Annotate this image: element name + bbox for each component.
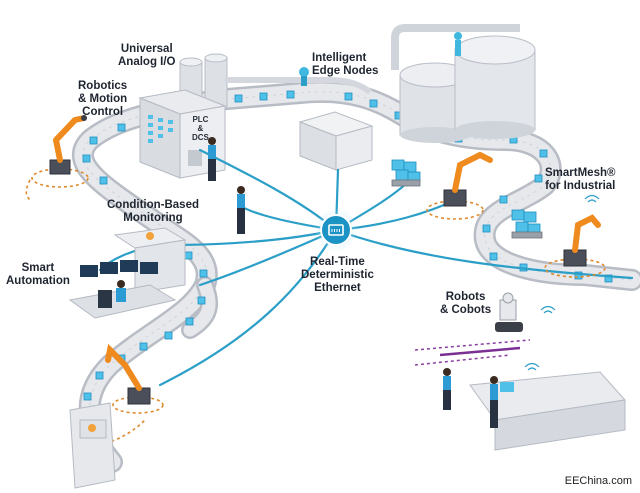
- worker-figures: [116, 137, 498, 428]
- label-robots-cobots: Robots & Cobots: [440, 291, 491, 317]
- robot-arm: [443, 151, 493, 207]
- label-robotics-motion-control: Robotics & Motion Control: [78, 80, 127, 119]
- label-line: & Cobots: [440, 304, 492, 316]
- label-line: Universal: [120, 43, 173, 55]
- label-real-time-ethernet: Real-Time Deterministic Ethernet: [301, 256, 374, 295]
- label-smart-automation: Smart Automation: [6, 262, 70, 288]
- label-line: Automation: [6, 275, 70, 287]
- robot-arm: [49, 115, 87, 175]
- packing-station: [69, 402, 116, 489]
- label-line: Deterministic: [301, 269, 374, 281]
- label-line: Ethernet: [314, 282, 361, 294]
- label-line: &: [197, 124, 204, 133]
- label-line: Condition-Based: [107, 199, 199, 211]
- label-line: PLC: [192, 115, 209, 124]
- label-universal-analog-io: Universal Analog I/O: [118, 43, 176, 69]
- worker: [443, 368, 451, 410]
- worker: [208, 137, 216, 181]
- label-line: & Motion: [78, 93, 128, 105]
- pallet-boxes: [391, 159, 543, 239]
- robot-arm: [563, 214, 601, 267]
- label-line: Intelligent: [312, 52, 367, 64]
- robot-arm: [105, 343, 151, 405]
- label-smartmesh-industrial: SmartMesh® for Industrial: [545, 167, 615, 193]
- label-line: Control: [82, 106, 124, 118]
- label-condition-based-monitoring: Condition-Based Monitoring: [107, 199, 199, 225]
- label-intelligent-edge-nodes: Intelligent Edge Nodes: [312, 52, 378, 78]
- label-plc-dcs: PLC & DCS: [192, 115, 209, 142]
- label-line: Edge Nodes: [312, 65, 379, 77]
- wireless-icon: [524, 194, 600, 371]
- label-line: Real-Time: [310, 256, 365, 268]
- label-line: Robotics: [78, 80, 128, 92]
- label-line: for Industrial: [545, 180, 616, 192]
- ethernet-hub-icon: [314, 208, 358, 252]
- label-line: DCS: [192, 133, 209, 142]
- worker: [490, 376, 498, 428]
- label-line: Robots: [445, 291, 486, 303]
- edge-node-enclosure: [298, 67, 374, 171]
- watermark: EEChina.com: [564, 475, 632, 487]
- cobot-station: [414, 292, 626, 451]
- label-line: Monitoring: [123, 212, 183, 224]
- worker: [237, 186, 245, 234]
- storage-silos: [391, 24, 536, 143]
- label-line: Smart: [21, 262, 55, 274]
- label-line: Analog I/O: [118, 56, 176, 68]
- label-line: SmartMesh®: [545, 167, 616, 179]
- control-room: [68, 227, 187, 319]
- operator: [116, 280, 126, 302]
